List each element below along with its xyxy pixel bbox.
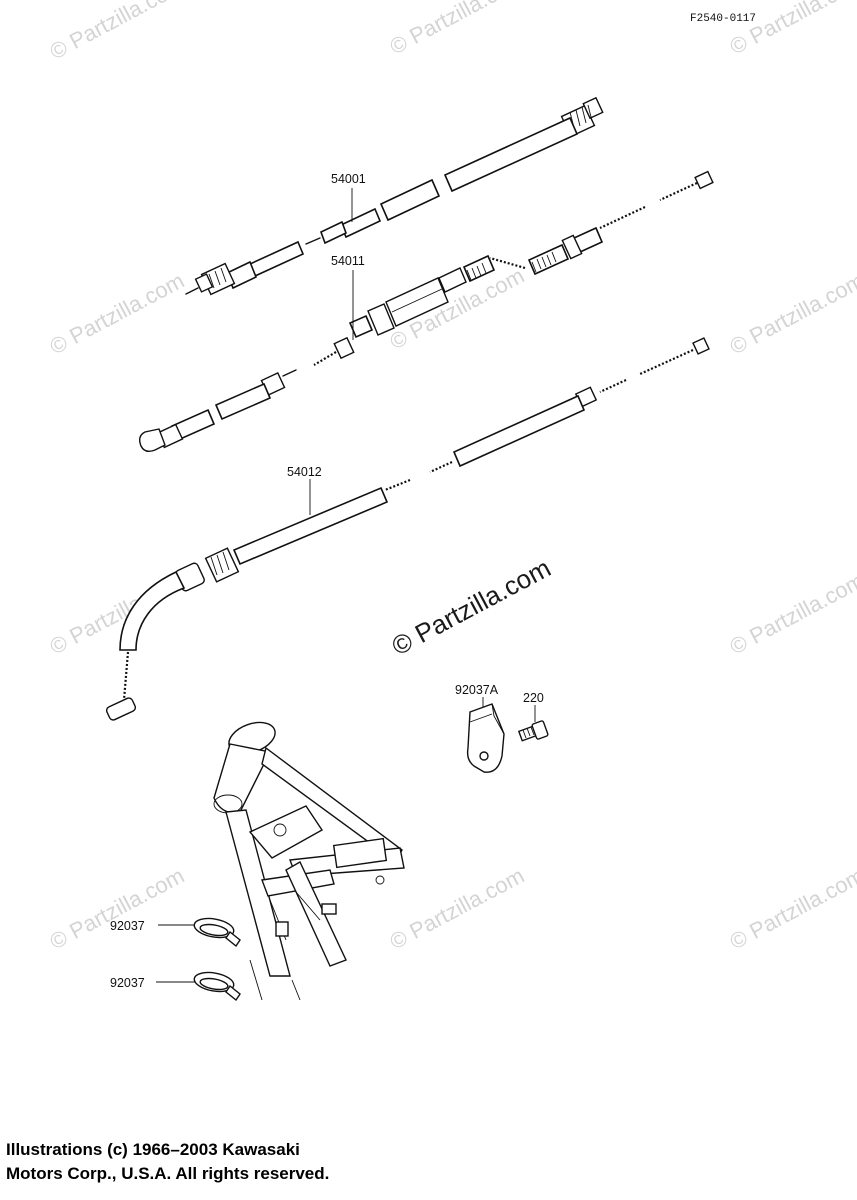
center-watermark: © Partzilla.com <box>387 553 556 662</box>
callout-54012: 54012 <box>287 465 322 479</box>
watermark: © Partzilla.com <box>726 0 857 59</box>
motorcycle-frame <box>213 721 405 1001</box>
callout-220: 220 <box>523 691 544 705</box>
callout-54011: 54011 <box>331 254 365 268</box>
watermark: © Partzilla.com <box>46 268 189 360</box>
bolt-220[interactable] <box>517 705 549 742</box>
callout-92037-lower: 92037 <box>110 976 145 990</box>
callout-92037A: 92037A <box>455 683 499 697</box>
copyright-line-1: Illustrations (c) 1966–2003 Kawasaki <box>6 1140 300 1159</box>
watermark: © Partzilla.com <box>386 0 529 59</box>
figure-number: F2540-0117 <box>690 13 756 25</box>
callout-54001: 54001 <box>331 172 366 186</box>
callout-92037-upper: 92037 <box>110 919 145 933</box>
watermark: © Partzilla.com <box>726 268 857 360</box>
watermark: © Partzilla.com <box>726 863 857 955</box>
copyright-line-2: Motors Corp., U.S.A. All rights reserved… <box>6 1164 330 1183</box>
watermark: © Partzilla.com <box>386 863 529 955</box>
watermark: © Partzilla.com <box>46 863 189 955</box>
clamp-92037-upper[interactable] <box>158 916 241 948</box>
tachometer-cable-54011[interactable] <box>138 170 714 453</box>
watermark-layer: © Partzilla.com © Partzilla.com © Partzi… <box>46 0 857 954</box>
watermark: © Partzilla.com <box>726 568 857 660</box>
speedometer-cable-54001[interactable] <box>185 96 604 296</box>
clutch-cable-54012[interactable] <box>105 337 710 721</box>
bracket-92037A[interactable] <box>466 697 505 773</box>
clamp-92037-lower[interactable] <box>156 970 241 1002</box>
copyright-notice: Illustrations (c) 1966–2003 Kawasaki Mot… <box>6 1138 329 1186</box>
watermark: © Partzilla.com <box>46 0 189 64</box>
